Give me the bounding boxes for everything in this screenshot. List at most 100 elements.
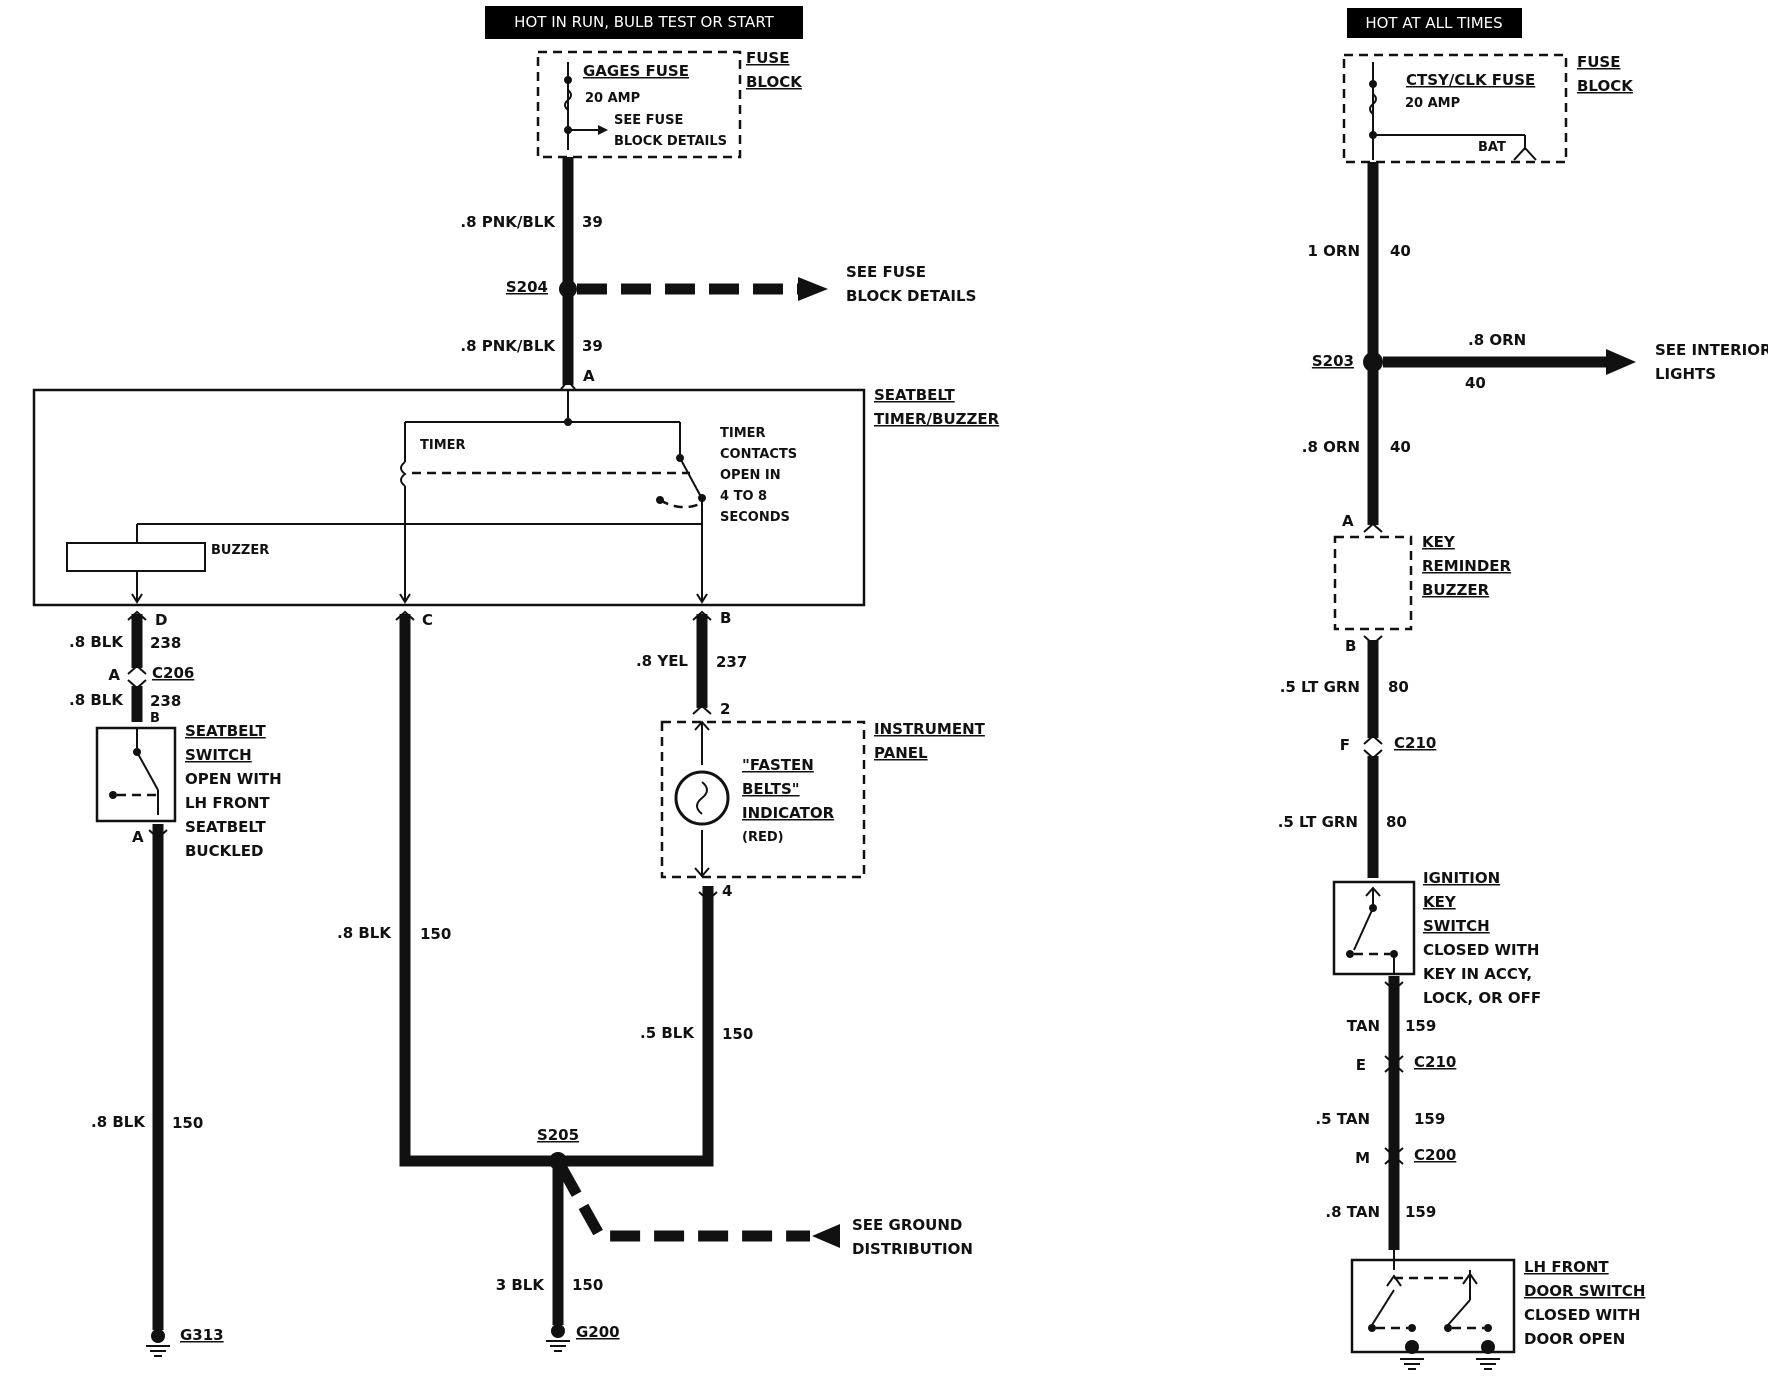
c210-e-pin: E [1356, 1056, 1366, 1074]
gages-fuse-ref2: BLOCK DETAILS [614, 134, 727, 149]
ignition-key-switch: IGNITION KEY SWITCH CLOSED WITH KEY IN A… [1332, 869, 1541, 1007]
instrument-panel-pin-2: 2 [720, 700, 730, 718]
s205-label: S205 [537, 1126, 579, 1144]
seatbelt-timer-buzzer: A SEATBELT TIMER/BUZZER TIMER BUZZER TIM… [32, 367, 1000, 629]
wire-159-color-a: TAN [1347, 1017, 1380, 1035]
s204-label: S204 [506, 278, 548, 296]
connector-c210-f: F C210 [1340, 734, 1436, 760]
c206-label: C206 [152, 664, 194, 682]
wire-40-num-b: 40 [1465, 374, 1486, 392]
connector-c206: A C206 [108, 664, 194, 690]
timer-note-1: TIMER [720, 426, 766, 441]
wire-150-splice-loop [399, 614, 714, 1167]
instrument-panel-name1: INSTRUMENT [874, 720, 986, 738]
door-switch-desc2: DOOR OPEN [1524, 1330, 1625, 1348]
wire-40-color-c: .8 ORN [1302, 438, 1360, 456]
arrow-right-icon [1606, 349, 1636, 375]
ground-g313: G313 [146, 1326, 224, 1357]
wire-80-num-b: 80 [1386, 813, 1407, 831]
ignition-switch-desc3: LOCK, OR OFF [1423, 989, 1541, 1007]
wire-150-color-d: 3 BLK [496, 1276, 546, 1294]
wire-150-num-d: 150 [572, 1276, 603, 1294]
gages-fuse-ref1: SEE FUSE [614, 113, 683, 128]
header-left: HOT IN RUN, BULB TEST OR START [485, 6, 803, 39]
wire-238-color-lower: .8 BLK [69, 691, 124, 709]
wire-159-color-b: .5 TAN [1315, 1110, 1370, 1128]
wire-159-num-b: 159 [1414, 1110, 1445, 1128]
ignition-switch-name3: SWITCH [1423, 917, 1490, 935]
key-reminder-name3: BUZZER [1422, 581, 1490, 599]
wire-237-color: .8 YEL [636, 652, 688, 670]
seatbelt-switch-desc3: SEATBELT [185, 818, 266, 836]
timer-buzzer-pin-a: A [583, 367, 595, 385]
seatbelt-switch: B A SEATBELT SWITCH OPEN WITH LH FRONT S… [95, 711, 282, 860]
wire-39-color-lower: .8 PNK/BLK [460, 337, 556, 355]
wire-150-color-b: .8 BLK [337, 924, 392, 942]
ctsy-fuse-bat: BAT [1478, 140, 1506, 155]
c210-f-label: C210 [1394, 734, 1436, 752]
timer-note-2: CONTACTS [720, 447, 797, 462]
wire-150-num-b: 150 [420, 925, 451, 943]
seatbelt-switch-name2: SWITCH [185, 746, 252, 764]
indicator-text-1: "FASTEN [742, 756, 814, 774]
s203-ref2: LIGHTS [1655, 365, 1716, 383]
indicator-text-4: (RED) [742, 830, 784, 845]
s205-ref1: SEE GROUND [852, 1216, 962, 1234]
wire-39-num-lower: 39 [582, 337, 603, 355]
timer-buzzer-pin-d: D [155, 611, 167, 629]
ctsy-fuse-block-1: FUSE [1577, 53, 1620, 71]
ctsy-fuse-name: CTSY/CLK FUSE [1406, 71, 1535, 89]
g200-label: G200 [576, 1323, 620, 1341]
fasten-belts-indicator-lamp-icon [674, 770, 730, 826]
fuse-block-label-2: BLOCK [746, 73, 803, 91]
wire-40-num-a: 40 [1390, 242, 1411, 260]
s205-ref2: DISTRIBUTION [852, 1240, 973, 1258]
seatbelt-switch-desc1: OPEN WITH [185, 770, 282, 788]
timer-buzzer-name2: TIMER/BUZZER [874, 410, 1000, 428]
connector-c200: M C200 [1355, 1146, 1456, 1167]
s203-label: S203 [1312, 352, 1354, 370]
splice-s204: S204 SEE FUSE BLOCK DETAILS [506, 263, 977, 305]
timer-note-3: OPEN IN [720, 468, 781, 483]
seatbelt-switch-desc4: BUCKLED [185, 842, 264, 860]
wire-237-num: 237 [716, 653, 747, 671]
splice-s205: S205 SEE GROUND DISTRIBUTION [537, 1126, 973, 1258]
wire-150-color-c: .5 BLK [640, 1024, 695, 1042]
key-reminder-buzzer: A KEY REMINDER BUZZER B [1333, 512, 1512, 655]
buzzer-label: BUZZER [211, 543, 269, 558]
s203-ref1: SEE INTERIOR [1655, 341, 1768, 359]
timer-label: TIMER [420, 438, 466, 453]
arrow-right-icon [798, 277, 828, 301]
door-switch-name2: DOOR SWITCH [1524, 1282, 1645, 1300]
g313-label: G313 [180, 1326, 224, 1344]
s204-ref2: BLOCK DETAILS [846, 287, 976, 305]
indicator-text-2: BELTS" [742, 780, 800, 798]
wire-40-color-b: .8 ORN [1468, 331, 1526, 349]
ignition-switch-desc1: CLOSED WITH [1423, 941, 1539, 959]
timer-note-4: 4 TO 8 [720, 489, 767, 504]
timer-buzzer-pin-c: C [422, 611, 433, 629]
header-right-text: HOT AT ALL TIMES [1365, 14, 1502, 32]
wire-150-color-a: .8 BLK [91, 1113, 146, 1131]
wire-150-num-a: 150 [172, 1114, 203, 1132]
wire-80-color-a: .5 LT GRN [1280, 678, 1360, 696]
door-switch-desc1: CLOSED WITH [1524, 1306, 1640, 1324]
key-reminder-pin-a: A [1342, 512, 1354, 530]
indicator-text-3: INDICATOR [742, 804, 835, 822]
seatbelt-switch-desc2: LH FRONT [185, 794, 270, 812]
instrument-panel-pin-4: 4 [722, 882, 732, 900]
ignition-switch-name1: IGNITION [1423, 869, 1500, 887]
wire-40-color-a: 1 ORN [1307, 242, 1360, 260]
seatbelt-switch-pin-b: B [150, 711, 160, 726]
wire-238-num-upper: 238 [150, 634, 181, 652]
wire-39-num-upper: 39 [582, 213, 603, 231]
ignition-switch-desc2: KEY IN ACCY, [1423, 965, 1532, 983]
wire-80-color-b: .5 LT GRN [1278, 813, 1358, 831]
wire-238-color-upper: .8 BLK [69, 633, 124, 651]
timer-note-5: SECONDS [720, 510, 790, 525]
gages-fuse-block: GAGES FUSE 20 AMP SEE FUSE BLOCK DETAILS… [536, 49, 803, 159]
gages-fuse-name: GAGES FUSE [583, 62, 689, 80]
key-reminder-name2: REMINDER [1422, 557, 1512, 575]
c200-pin: M [1355, 1149, 1370, 1167]
